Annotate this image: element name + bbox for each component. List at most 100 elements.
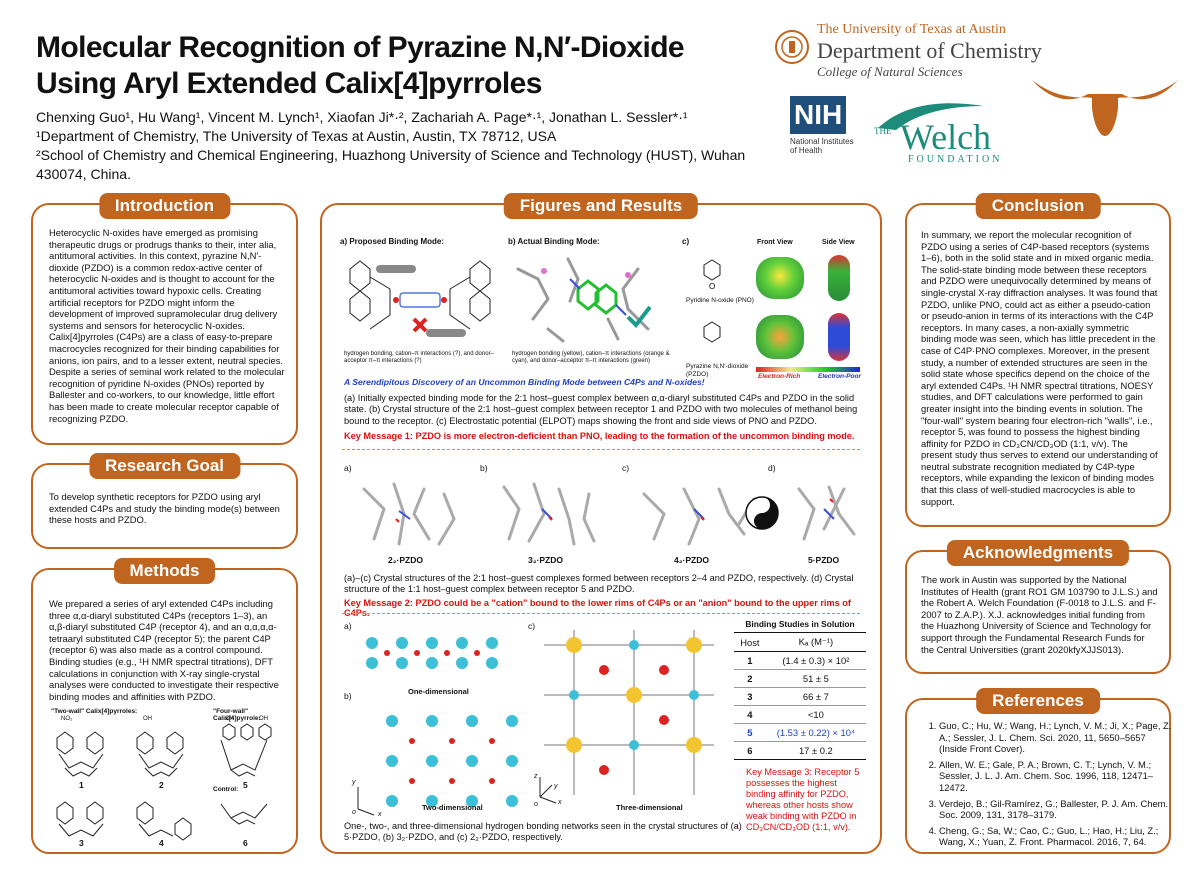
crystal-structure-drawings (362, 482, 856, 546)
row2-letter-d: d) (768, 463, 776, 473)
substituent-oh-5b: OH (259, 716, 268, 722)
four-wall-label: "Four-wall" Calix[4]pyrrole: (213, 708, 261, 722)
row3-letter-b: b) (344, 691, 352, 701)
figure-caption-3: One-, two-, and three-dimensional hydrog… (344, 821, 742, 843)
acknowledgments-panel: Acknowledgments The work in Austin was s… (905, 540, 1171, 674)
axis-y-2d: y (352, 779, 356, 786)
front-view-label: Front View (757, 239, 793, 246)
two-dim-network-drawing (357, 715, 518, 816)
acknowledgments-text: The work in Austin was supported by the … (921, 574, 1158, 655)
methods-text: We prepared a series of aryl extended C4… (49, 598, 279, 702)
reference-item-2: Allen, W. E.; Gale, P. A.; Brown, C. T.;… (939, 759, 1175, 794)
poster-title: Molecular Recognition of Pyrazine N,N′-D… (36, 31, 685, 100)
key-message-2: Key Message 2: PZDO could be a "cation" … (344, 598, 851, 618)
two-wall-label: "Two-wall" Calix[4]pyrroles: (51, 708, 138, 715)
conclusion-panel: Conclusion In summary, we report the mol… (905, 193, 1171, 527)
acknowledgments-header: Acknowledgments (946, 540, 1130, 566)
serendipitous-banner: A Serendipitous Discovery of an Uncommon… (344, 377, 705, 387)
receptor-drawings (56, 723, 272, 841)
row3-letter-a: a) (344, 621, 352, 631)
proposed-binding-subcaption: hydrogen bonding, cation–π interactions … (344, 351, 494, 364)
receptor-structures: "Two-wall" Calix[4]pyrroles: "Four-wall"… (45, 708, 285, 848)
receptor-label-6: 6 (243, 838, 248, 848)
axis-o-3d: o (534, 801, 538, 808)
research-goal-panel: Research Goal To develop synthetic recep… (31, 453, 298, 549)
nih-logo: NIH National Institutes of Health (790, 96, 860, 166)
actual-binding-subcaption: hydrogen bonding (yellow), cation–π inte… (512, 351, 670, 364)
ka-cell: 66 ± 7 (765, 687, 866, 706)
references-panel: References Guo, C.; Hu, W.; Wang, H.; Ly… (905, 688, 1171, 854)
table-row-highlight: 5(1.53 ± 0.22) × 10⁴ (734, 723, 866, 742)
key-message-1: Key Message 1: PZDO is more electron-def… (344, 431, 855, 441)
divider-1 (342, 449, 860, 450)
substituent-oh-2: OH (143, 716, 152, 722)
row2-letter-c: c) (622, 463, 630, 473)
control-label: Control: (213, 786, 239, 793)
pno-label: Pyridine N-oxide (PNO) (686, 297, 754, 304)
welch-foundation: FOUNDATION (908, 154, 1003, 165)
two-dim-label: Two-dimensional (422, 803, 483, 812)
three-dim-label: Three-dimensional (616, 803, 683, 812)
ut-college: College of Natural Sciences (817, 64, 963, 79)
row2-label-4: 4₂·PZDO (674, 555, 709, 565)
reference-item-4: Cheng, G.; Sa, W.; Cao, C.; Guo, L.; Hao… (939, 825, 1175, 848)
three-dim-network-drawing (539, 630, 714, 804)
research-goal-header: Research Goal (88, 453, 241, 479)
proposed-binding-drawing (349, 260, 491, 337)
one-dim-label: One-dimensional (408, 687, 469, 696)
introduction-header: Introduction (98, 193, 231, 219)
ka-cell: <10 (765, 705, 866, 724)
author-names: Chenxing Guo¹, Hu Wang¹, Vincent M. Lync… (36, 109, 688, 125)
axis-y-3d: y (554, 783, 558, 790)
affiliation-2: ²School of Chemistry and Chemical Engine… (36, 147, 746, 182)
references-list: Guo, C.; Hu, W.; Wang, H.; Lynch, V. M.;… (907, 720, 1175, 852)
affiliation-1: ¹Department of Chemistry, The University… (36, 128, 557, 144)
references-header: References (976, 688, 1100, 714)
substituent-no2: NO₂ (61, 716, 73, 722)
reference-item-3: Verdejo, B.; Gil-Ramírez, G.; Ballester,… (939, 798, 1175, 821)
binding-col-ka: Kₐ (M⁻¹) (765, 633, 866, 652)
binding-table-box: Binding Studies in Solution Host Kₐ (M⁻¹… (734, 619, 866, 760)
host-cell: 3 (734, 687, 766, 706)
panel-c-title: c) (682, 237, 690, 246)
binding-col-host: Host (734, 633, 766, 652)
row2-letter-a: a) (344, 463, 352, 473)
methods-header: Methods (113, 558, 216, 584)
table-row: 1(1.4 ± 0.3) × 10² (734, 651, 866, 670)
receptor-label-5: 5 (243, 780, 248, 790)
research-goal-text: To develop synthetic receptors for PZDO … (49, 491, 280, 526)
pzdo-structure-icon (703, 321, 721, 343)
welch-the: THE (874, 126, 892, 136)
ka-cell: 51 ± 5 (765, 669, 866, 688)
panel-a-title: a) Proposed Binding Mode: (340, 237, 444, 246)
welch-name: Welch (900, 117, 992, 157)
longhorn-icon (1032, 80, 1178, 136)
receptor-label-2: 2 (159, 780, 164, 790)
ut-name: The University of Texas at Austin (817, 22, 1006, 37)
figures-results-header: Figures and Results (503, 193, 699, 219)
ka-cell: (1.53 ± 0.22) × 10⁴ (765, 723, 866, 742)
key-message-3: Key Message 3: Receptor 5 possesses the … (746, 767, 860, 832)
pzdo-label: Pyrazine N,N′-dioxide (PZDO) (686, 363, 749, 378)
nih-mark: NIH (790, 96, 847, 134)
host-cell: 1 (734, 651, 766, 670)
pno-structure-icon: O (703, 259, 721, 291)
actual-binding-drawing (516, 257, 652, 343)
axis-z-3d: z (534, 773, 538, 780)
reference-item-1: Guo, C.; Hu, W.; Wang, H.; Lynch, V. M.;… (939, 720, 1175, 755)
substituent-oh-5a: OH (225, 716, 234, 722)
panel-b-title: b) Actual Binding Mode: (508, 237, 600, 246)
introduction-panel: Introduction Heterocyclic N-oxides have … (31, 193, 298, 445)
introduction-text: Heterocyclic N-oxides have emerged as pr… (49, 227, 285, 424)
ut-department: Department of Chemistry (817, 38, 1042, 63)
ka-cell: (1.4 ± 0.3) × 10² (765, 651, 866, 670)
conclusion-text: In summary, we report the molecular reco… (921, 229, 1158, 507)
author-block: Chenxing Guo¹, Hu Wang¹, Vincent M. Lync… (36, 108, 756, 184)
side-view-label: Side View (822, 239, 855, 246)
electron-rich-label: Electron-Rich (758, 373, 801, 380)
crystal-structures-row: a) b) c) d) 2₂·PZDO 3₂·PZDO 4₂·PZDO 5·PZ… (344, 461, 864, 567)
